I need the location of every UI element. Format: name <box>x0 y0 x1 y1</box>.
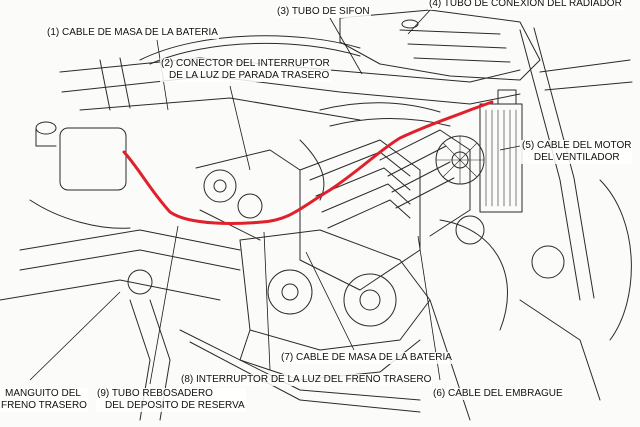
callout-8-rear-brake-light-switch: (8) INTERRUPTOR DE LA LUZ DEL FRENO TRAS… <box>180 374 433 386</box>
leader-line-3 <box>329 17 363 75</box>
callout-3-siphon-tube: (3) TUBO DE SIFON <box>276 6 371 18</box>
callout-7-battery-ground-cable: (7) CABLE DE MASA DE LA BATERIA <box>280 352 453 364</box>
highlighted-cable-route <box>122 100 494 225</box>
leader-line-8 <box>263 231 271 371</box>
leader-line-7 <box>305 251 355 351</box>
callout-5-fan-motor-cable: (5) CABLE DEL MOTOR DEL VENTILADOR <box>521 140 633 164</box>
leader-line-5 <box>499 145 521 151</box>
leader-lines <box>29 7 521 385</box>
leader-line-9 <box>149 225 179 385</box>
leader-line-10 <box>29 291 121 381</box>
callout-4-radiator-connection-tube: (4) TUBO DE CONEXION DEL RADIADOR <box>428 0 623 10</box>
callout-6-clutch-cable: (6) CABLE DEL EMBRAGUE <box>432 388 564 400</box>
callout-1-battery-ground-cable: (1) CABLE DE MASA DE LA BATERIA <box>46 27 219 39</box>
leader-line-4 <box>407 7 433 35</box>
callout-9-reserve-tank-overflow-tube: (9) TUBO REBOSADERO DEL DEPOSITO DE RESE… <box>96 388 246 412</box>
leader-line-2 <box>229 85 251 171</box>
callout-2-rear-brake-light-switch-connector: (2) CONECTOR DEL INTERRUPTOR DE LA LUZ D… <box>160 58 331 82</box>
callout-10-rear-brake-hose: MANGUITO DEL FRENO TRASERO <box>0 388 88 412</box>
